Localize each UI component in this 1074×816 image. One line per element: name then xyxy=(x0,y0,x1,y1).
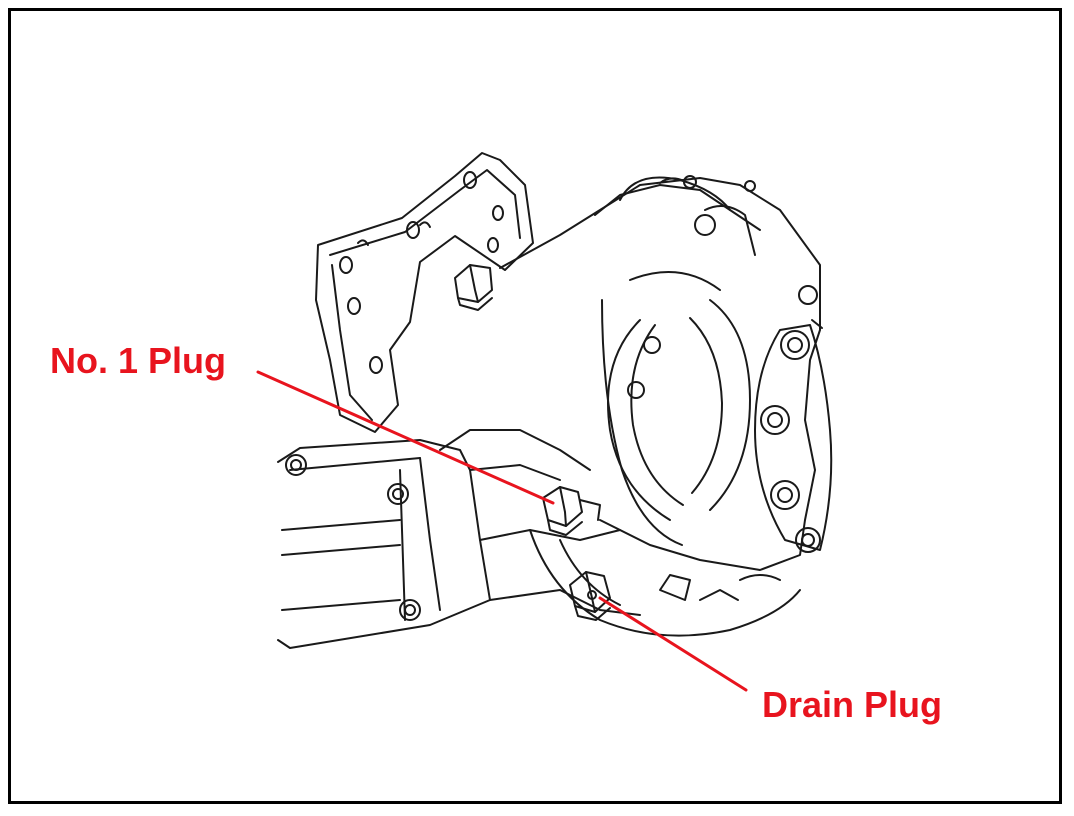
no1-plug-label: No. 1 Plug xyxy=(50,340,227,381)
drain-plug-icon xyxy=(569,571,611,621)
axle-tube xyxy=(277,429,641,649)
mounting-plate xyxy=(315,152,534,433)
drain-plug-label: Drain Plug xyxy=(762,684,943,725)
upper-bolt-icon xyxy=(454,264,493,311)
carrier-housing xyxy=(499,175,821,571)
no1-plug-icon xyxy=(542,486,601,536)
no1-plug-leader-line xyxy=(256,370,555,505)
drain-plug-leader-line xyxy=(598,596,748,692)
flange-bolts xyxy=(754,319,833,553)
diagram-frame xyxy=(8,8,1062,804)
lower-case xyxy=(529,529,801,637)
